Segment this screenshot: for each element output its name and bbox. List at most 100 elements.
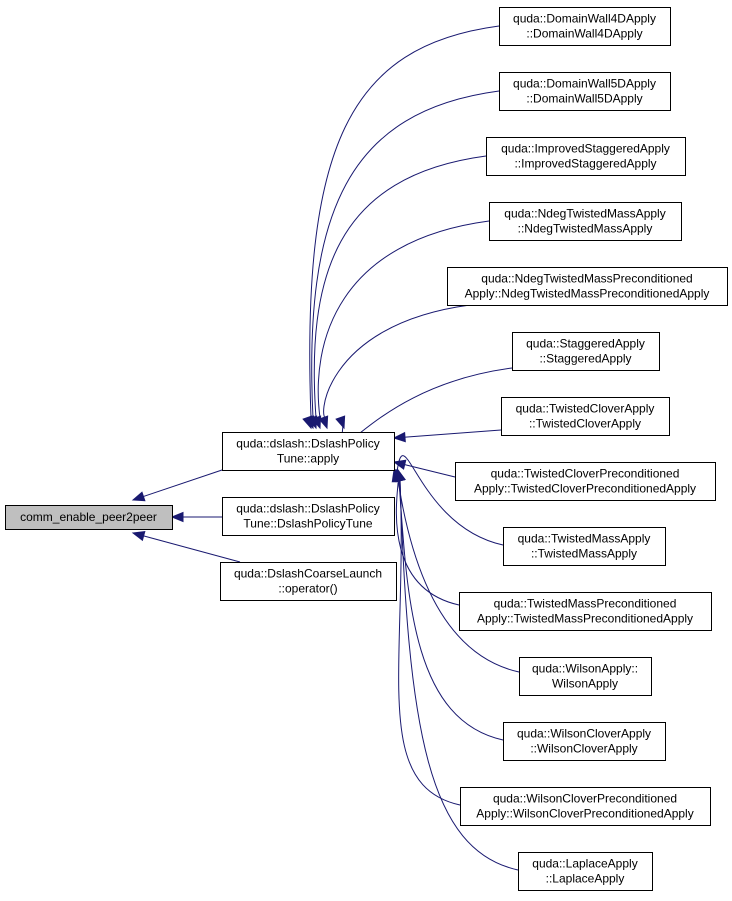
node-box bbox=[512, 332, 660, 371]
node-label-line: ::WilsonCloverApply bbox=[530, 742, 637, 756]
node-label-line: ::StaggeredApply bbox=[539, 352, 631, 366]
node-label-line: quda::LaplaceApply bbox=[532, 857, 637, 871]
node-dw4d[interactable]: quda::DomainWall4DApply::DomainWall4DApp… bbox=[499, 7, 671, 46]
edge-lap-to-dpt_apply bbox=[395, 468, 519, 871]
node-tm[interactable]: quda::TwistedMassApply::TwistedMassApply bbox=[503, 527, 666, 566]
node-box bbox=[501, 397, 670, 436]
edge-line bbox=[313, 155, 487, 419]
node-box bbox=[460, 787, 711, 826]
node-label-line: ::TwistedMassApply bbox=[531, 547, 637, 561]
node-box bbox=[486, 137, 686, 176]
node-label-line: Apply::NdegTwistedMassPreconditionedAppl… bbox=[465, 287, 710, 301]
node-box bbox=[499, 7, 671, 46]
node-tmp[interactable]: quda::TwistedMassPreconditionedApply::Tw… bbox=[459, 592, 712, 631]
node-ndegtm[interactable]: quda::NdegTwistedMassApply::NdegTwistedM… bbox=[489, 202, 682, 241]
node-wc[interactable]: quda::WilsonCloverApply::WilsonCloverApp… bbox=[503, 722, 666, 761]
node-dw5d[interactable]: quda::DomainWall5DApply::DomainWall5DApp… bbox=[499, 72, 671, 111]
node-label-line: quda::WilsonApply:: bbox=[532, 662, 638, 676]
node-label-line: ::ImprovedStaggeredApply bbox=[514, 157, 656, 171]
node-wcp[interactable]: quda::WilsonCloverPreconditionedApply::W… bbox=[460, 787, 711, 826]
edge-line bbox=[398, 479, 461, 806]
edge-tcp-to-dpt_apply bbox=[392, 459, 456, 478]
node-label-line: Tune::DslashPolicyTune bbox=[243, 517, 372, 531]
node-box bbox=[220, 562, 397, 601]
node-impstag[interactable]: quda::ImprovedStaggeredApply::ImprovedSt… bbox=[486, 137, 686, 176]
edges-layer bbox=[131, 25, 520, 871]
node-stag[interactable]: quda::StaggeredApply::StaggeredApply bbox=[512, 332, 660, 371]
node-box bbox=[518, 852, 653, 891]
edge-coarse_launch-to-root bbox=[131, 530, 241, 563]
edge-tc-to-dpt_apply bbox=[392, 429, 502, 443]
arrowhead-icon bbox=[318, 415, 329, 430]
node-box bbox=[503, 527, 666, 566]
edge-line bbox=[317, 220, 490, 419]
node-tcp[interactable]: quda::TwistedCloverPreconditionedApply::… bbox=[455, 462, 716, 501]
edge-line bbox=[397, 479, 520, 673]
edge-line bbox=[398, 479, 504, 741]
node-box bbox=[222, 432, 395, 471]
node-label-line: quda::TwistedMassApply bbox=[518, 532, 651, 546]
edge-line bbox=[395, 478, 460, 606]
edge-line bbox=[395, 455, 504, 546]
node-label-line: quda::ImprovedStaggeredApply bbox=[501, 142, 670, 156]
node-dpt_apply[interactable]: quda::dslash::DslashPolicyTune::apply bbox=[222, 432, 395, 471]
node-label-line: ::TwistedCloverApply bbox=[529, 417, 641, 431]
edge-line bbox=[142, 469, 223, 498]
node-ndegtmp[interactable]: quda::NdegTwistedMassPreconditionedApply… bbox=[447, 267, 728, 306]
node-label-line: quda::StaggeredApply bbox=[526, 337, 645, 351]
edge-dpt_apply-to-root bbox=[131, 469, 223, 502]
node-label-line: quda::TwistedMassPreconditioned bbox=[494, 597, 677, 611]
node-label-line: comm_enable_peer2peer bbox=[20, 510, 157, 524]
node-label-line: quda::dslash::DslashPolicy bbox=[236, 502, 379, 516]
node-box bbox=[447, 267, 728, 306]
arrowhead-icon bbox=[392, 459, 407, 470]
edge-dw4d-to-dpt_apply bbox=[302, 25, 500, 430]
nodes-layer: comm_enable_peer2peer quda::dslash::Dslas… bbox=[5, 7, 728, 891]
node-coarse_launch[interactable]: quda::DslashCoarseLaunch::operator() bbox=[220, 562, 397, 601]
node-box bbox=[222, 497, 395, 536]
node-tc[interactable]: quda::TwistedCloverApply::TwistedCloverA… bbox=[501, 397, 670, 436]
arrowhead-icon bbox=[131, 530, 146, 542]
node-label-line: Apply::TwistedMassPreconditionedApply bbox=[477, 612, 693, 626]
node-box bbox=[519, 657, 652, 696]
node-label-line: ::operator() bbox=[278, 582, 337, 596]
edge-ndegtm-to-dpt_apply bbox=[311, 220, 490, 430]
node-label-line: quda::TwistedCloverPreconditioned bbox=[491, 467, 680, 481]
node-label-line: quda::NdegTwistedMassApply bbox=[504, 207, 665, 221]
node-label-line: quda::DomainWall5DApply bbox=[513, 77, 656, 91]
node-label-line: ::DomainWall5DApply bbox=[526, 92, 642, 106]
node-box bbox=[489, 202, 682, 241]
node-label-line: quda::WilsonCloverPreconditioned bbox=[493, 792, 677, 806]
edge-ndegtmp-to-dpt_apply bbox=[318, 304, 471, 430]
node-label-line: quda::NdegTwistedMassPreconditioned bbox=[481, 272, 692, 286]
arrowhead-icon bbox=[392, 431, 406, 443]
node-box bbox=[455, 462, 716, 501]
edge-line bbox=[403, 429, 502, 438]
node-box bbox=[459, 592, 712, 631]
edge-line bbox=[309, 25, 500, 419]
arrowhead-icon bbox=[131, 491, 146, 502]
node-label-line: quda::DomainWall4DApply bbox=[513, 12, 656, 26]
edge-line bbox=[323, 304, 471, 419]
node-label-line: Apply::WilsonCloverPreconditionedApply bbox=[476, 807, 693, 821]
node-label-line: quda::DslashCoarseLaunch bbox=[234, 567, 382, 581]
node-label-line: quda::TwistedCloverApply bbox=[516, 402, 655, 416]
node-label-line: WilsonApply bbox=[552, 677, 618, 691]
edge-line bbox=[403, 463, 456, 478]
node-wilson[interactable]: quda::WilsonApply::WilsonApply bbox=[519, 657, 652, 696]
node-box bbox=[499, 72, 671, 111]
arrowhead-icon bbox=[335, 415, 346, 430]
edge-line bbox=[399, 479, 519, 871]
arrowhead-icon bbox=[395, 468, 406, 483]
node-label-line: Apply::TwistedCloverPreconditionedApply bbox=[474, 482, 696, 496]
node-box bbox=[5, 505, 173, 530]
node-label-line: ::LaplaceApply bbox=[546, 872, 625, 886]
edge-line bbox=[142, 535, 241, 563]
edge-line bbox=[311, 90, 500, 419]
node-label-line: ::DomainWall4DApply bbox=[526, 27, 642, 41]
node-dpt_ctor[interactable]: quda::dslash::DslashPolicyTune::DslashPo… bbox=[222, 497, 395, 536]
node-label-line: ::NdegTwistedMassApply bbox=[518, 222, 653, 236]
node-lap[interactable]: quda::LaplaceApply::LaplaceApply bbox=[518, 852, 653, 891]
node-box bbox=[503, 722, 666, 761]
